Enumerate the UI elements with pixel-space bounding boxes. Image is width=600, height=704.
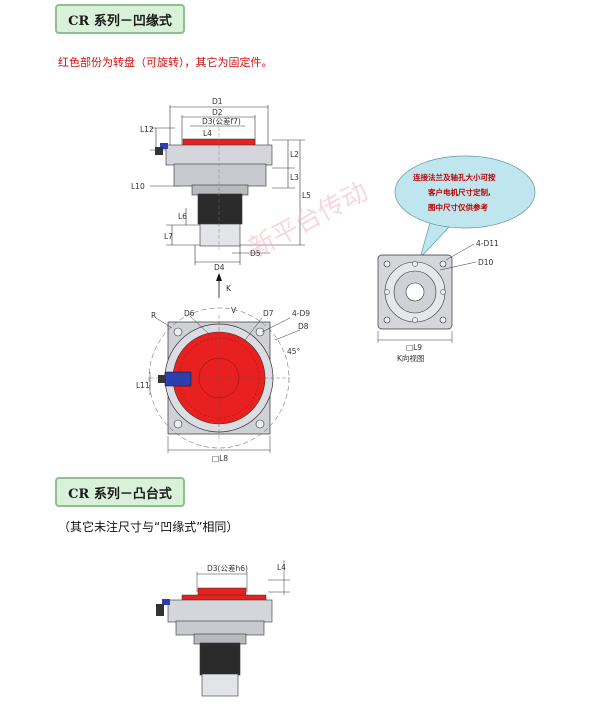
side-view bbox=[150, 105, 305, 265]
label-d7: D7 bbox=[263, 309, 274, 318]
same-dimension-note: （其它未注尺寸与“凹缘式”相同） bbox=[58, 520, 239, 534]
top-view bbox=[148, 307, 301, 453]
side-view-dimension-labels: D1 D2 D3(公差f7) L4 L12 L2 L3 L5 L10 L6 L7… bbox=[131, 97, 311, 293]
boss-side-view: D3(公差h6) L4 bbox=[156, 560, 290, 697]
label-angle: 45° bbox=[287, 347, 301, 356]
section-title-boss: CR 系列－凸台式 bbox=[55, 477, 185, 507]
bubble-line-2: 客户电机尺寸定制, bbox=[427, 187, 491, 197]
top-view-labels: R D6 V D7 4-D9 D8 45° L11 □L8 bbox=[136, 306, 310, 463]
label-d5: D5 bbox=[250, 249, 261, 258]
label-l4: L4 bbox=[203, 129, 212, 138]
customization-bubble: 连接法兰及轴孔大小可按 客户电机尺寸定制, 图中尺寸仅供参考 bbox=[394, 155, 536, 259]
bubble-line-1: 连接法兰及轴孔大小可按 bbox=[413, 172, 496, 182]
label-d1: D1 bbox=[212, 97, 223, 106]
label-l12: L12 bbox=[140, 125, 154, 134]
label-d4: D4 bbox=[214, 263, 225, 272]
bubble-line-3: 图中尺寸仅供参考 bbox=[428, 202, 488, 212]
label-l11: L11 bbox=[136, 381, 150, 390]
label-d6: D6 bbox=[184, 309, 195, 318]
label-l7: L7 bbox=[164, 232, 173, 241]
k-view-labels: 4-D11 D10 □L9 K向视图 bbox=[397, 239, 499, 363]
label-4d11: 4-D11 bbox=[476, 239, 499, 248]
section-title-concave: CR 系列－凹缘式 bbox=[55, 4, 185, 34]
label-l8: □L8 bbox=[212, 454, 228, 463]
label-d10: D10 bbox=[478, 258, 494, 267]
label-4d9: 4-D9 bbox=[292, 309, 310, 318]
label-d3-boss: D3(公差h6) bbox=[207, 563, 248, 573]
k-arrow bbox=[216, 273, 222, 298]
k-view-caption: K向视图 bbox=[397, 353, 424, 363]
label-l10: L10 bbox=[131, 182, 145, 191]
label-v: V bbox=[231, 306, 237, 315]
label-l6: L6 bbox=[178, 212, 187, 221]
label-d3: D3(公差f7) bbox=[202, 116, 241, 126]
side-view-body bbox=[155, 115, 273, 250]
label-l9: □L9 bbox=[406, 343, 422, 352]
label-l3: L3 bbox=[290, 173, 299, 182]
label-r: R bbox=[151, 311, 156, 320]
label-k: K bbox=[226, 284, 232, 293]
label-d8: D8 bbox=[298, 322, 309, 331]
label-l2: L2 bbox=[290, 150, 299, 159]
watermark: 新平台传动 bbox=[244, 177, 373, 265]
label-l5: L5 bbox=[302, 191, 311, 200]
label-l4-boss: L4 bbox=[277, 563, 286, 572]
k-view bbox=[377, 243, 477, 343]
rotating-part-note: 红色部份为转盘（可旋转），其它为固定件。 bbox=[58, 56, 273, 69]
label-d2: D2 bbox=[212, 108, 223, 117]
